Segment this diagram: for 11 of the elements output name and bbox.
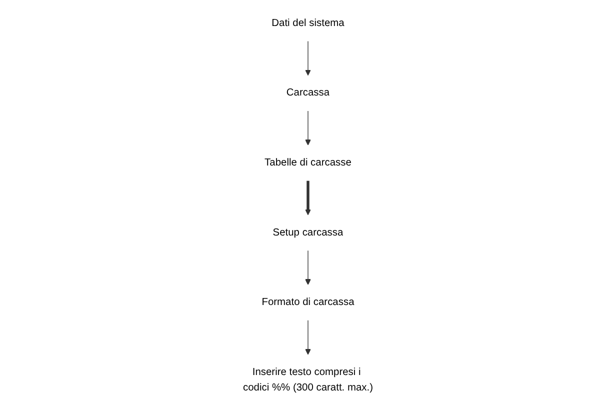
node-text: Setup carcassa: [272, 226, 344, 238]
arrow: [305, 180, 311, 216]
arrow: [305, 110, 311, 146]
node-text: Inserire testo compresi i codici %% (300 caratt. max.): [242, 366, 374, 393]
node-text: Carcassa: [286, 86, 330, 98]
node-text: Dati del sistema: [272, 17, 344, 29]
arrow: [305, 40, 311, 76]
node-text: Tabelle di carcasse: [264, 156, 352, 168]
arrow: [305, 250, 311, 285]
arrow: [305, 320, 311, 355]
node-text: Formato di carcassa: [262, 296, 354, 308]
